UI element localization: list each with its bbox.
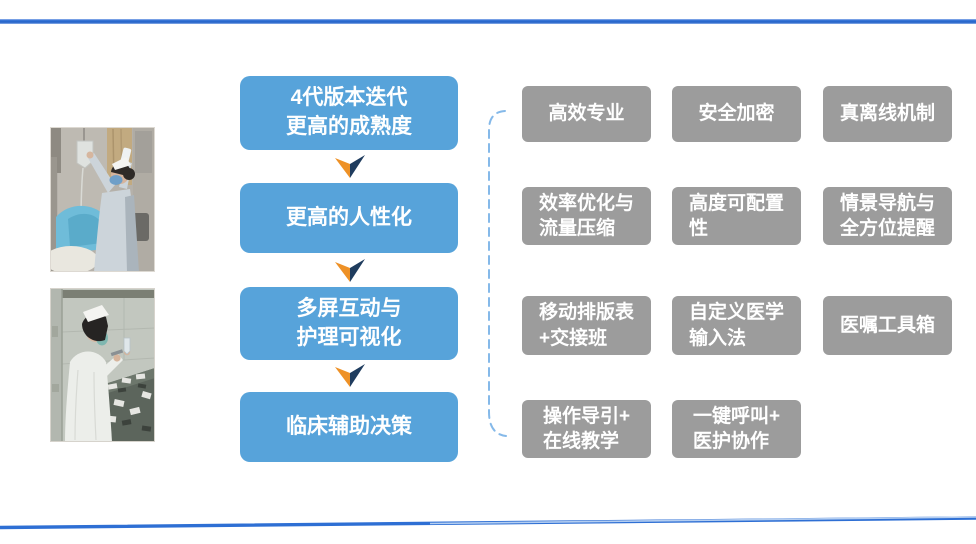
flow-step-line: 更高的成熟度 (286, 115, 412, 138)
feature-box-medical-ime: 自定义医学 输入法 (672, 296, 801, 355)
feature-line: 真离线机制 (839, 103, 935, 125)
feature-label: 效率优化与 流量压缩 (539, 191, 634, 242)
nurse-preparing-medication-photo (50, 288, 155, 442)
feature-line: 操作导引+ (542, 405, 631, 427)
feature-line: 高效专业 (548, 103, 625, 125)
feature-label: 真离线机制 (840, 101, 935, 126)
down-chevron-icon (335, 155, 365, 178)
flow-step-humanization: 更高的人性化 (240, 183, 458, 253)
feature-line: 流量压缩 (538, 218, 615, 239)
feature-box-navigation-reminder: 情景导航与 全方位提醒 (823, 187, 952, 245)
feature-line: 情景导航与 (839, 192, 935, 214)
feature-line: 输入法 (688, 327, 746, 349)
flow-step-line: 护理可视化 (296, 325, 402, 349)
feature-line: 医护协作 (692, 431, 769, 452)
feature-line: +交接班 (538, 327, 608, 349)
down-chevron-icon (335, 364, 365, 387)
flow-step-line: 4代版本迭代 (290, 86, 408, 110)
feature-box-order-toolbox: 医嘱工具箱 (823, 296, 952, 355)
nurse-scanning-iv-photo (50, 127, 155, 272)
feature-label: 高度可配置 性 (689, 191, 784, 242)
feature-label: 一键呼叫+ 医护协作 (693, 404, 780, 455)
flow-step-label: 多屏互动与 护理可视化 (297, 295, 402, 353)
feature-box-optimization: 效率优化与 流量压缩 (522, 187, 651, 245)
feature-box-call-collaboration: 一键呼叫+ 医护协作 (672, 400, 801, 458)
feature-label: 自定义医学 输入法 (689, 300, 784, 351)
feature-line: 效率优化与 (538, 192, 634, 214)
feature-line: 移动排版表 (538, 302, 634, 324)
flow-step-clinical-decision: 临床辅助决策 (240, 392, 458, 462)
feature-box-guide-teaching: 操作导引+ 在线教学 (522, 400, 651, 458)
feature-box-offline: 真离线机制 (823, 86, 952, 142)
feature-line: 医嘱工具箱 (839, 314, 935, 336)
feature-label: 高效专业 (548, 101, 624, 126)
top-border-line (0, 19, 976, 24)
feature-box-schedule-handover: 移动排版表 +交接班 (522, 296, 651, 355)
flow-step-label: 更高的人性化 (286, 204, 412, 233)
flow-step-line: 更高的人性化 (286, 205, 412, 229)
feature-line: 高度可配置 (688, 192, 784, 214)
flow-step-line: 多屏互动与 (296, 296, 402, 320)
feature-line: 安全加密 (698, 103, 775, 125)
feature-label: 操作导引+ 在线教学 (543, 404, 630, 455)
feature-label: 情景导航与 全方位提醒 (840, 191, 935, 242)
feature-label: 医嘱工具箱 (840, 313, 935, 338)
feature-line: 在线教学 (542, 431, 619, 452)
flow-step-multiscreen: 多屏互动与 护理可视化 (240, 287, 458, 360)
bottom-border-swoosh (0, 516, 976, 530)
feature-box-efficient: 高效专业 (522, 86, 651, 142)
down-chevron-icon (335, 259, 365, 282)
flow-step-line: 临床辅助决策 (286, 414, 412, 438)
feature-box-configurable: 高度可配置 性 (672, 187, 801, 245)
feature-line: 一键呼叫+ (692, 405, 781, 427)
feature-line: 全方位提醒 (839, 218, 935, 239)
flow-step-version-maturity: 4代版本迭代 更高的成熟度 (240, 76, 458, 150)
flow-step-label: 4代版本迭代 更高的成熟度 (286, 84, 412, 142)
dashed-bracket-connector (488, 110, 507, 437)
flow-step-label: 临床辅助决策 (286, 413, 412, 442)
feature-line: 性 (688, 218, 708, 239)
feature-label: 移动排版表 +交接班 (539, 300, 634, 351)
feature-label: 安全加密 (698, 101, 774, 126)
feature-box-security: 安全加密 (672, 86, 801, 142)
feature-line: 自定义医学 (688, 302, 784, 324)
